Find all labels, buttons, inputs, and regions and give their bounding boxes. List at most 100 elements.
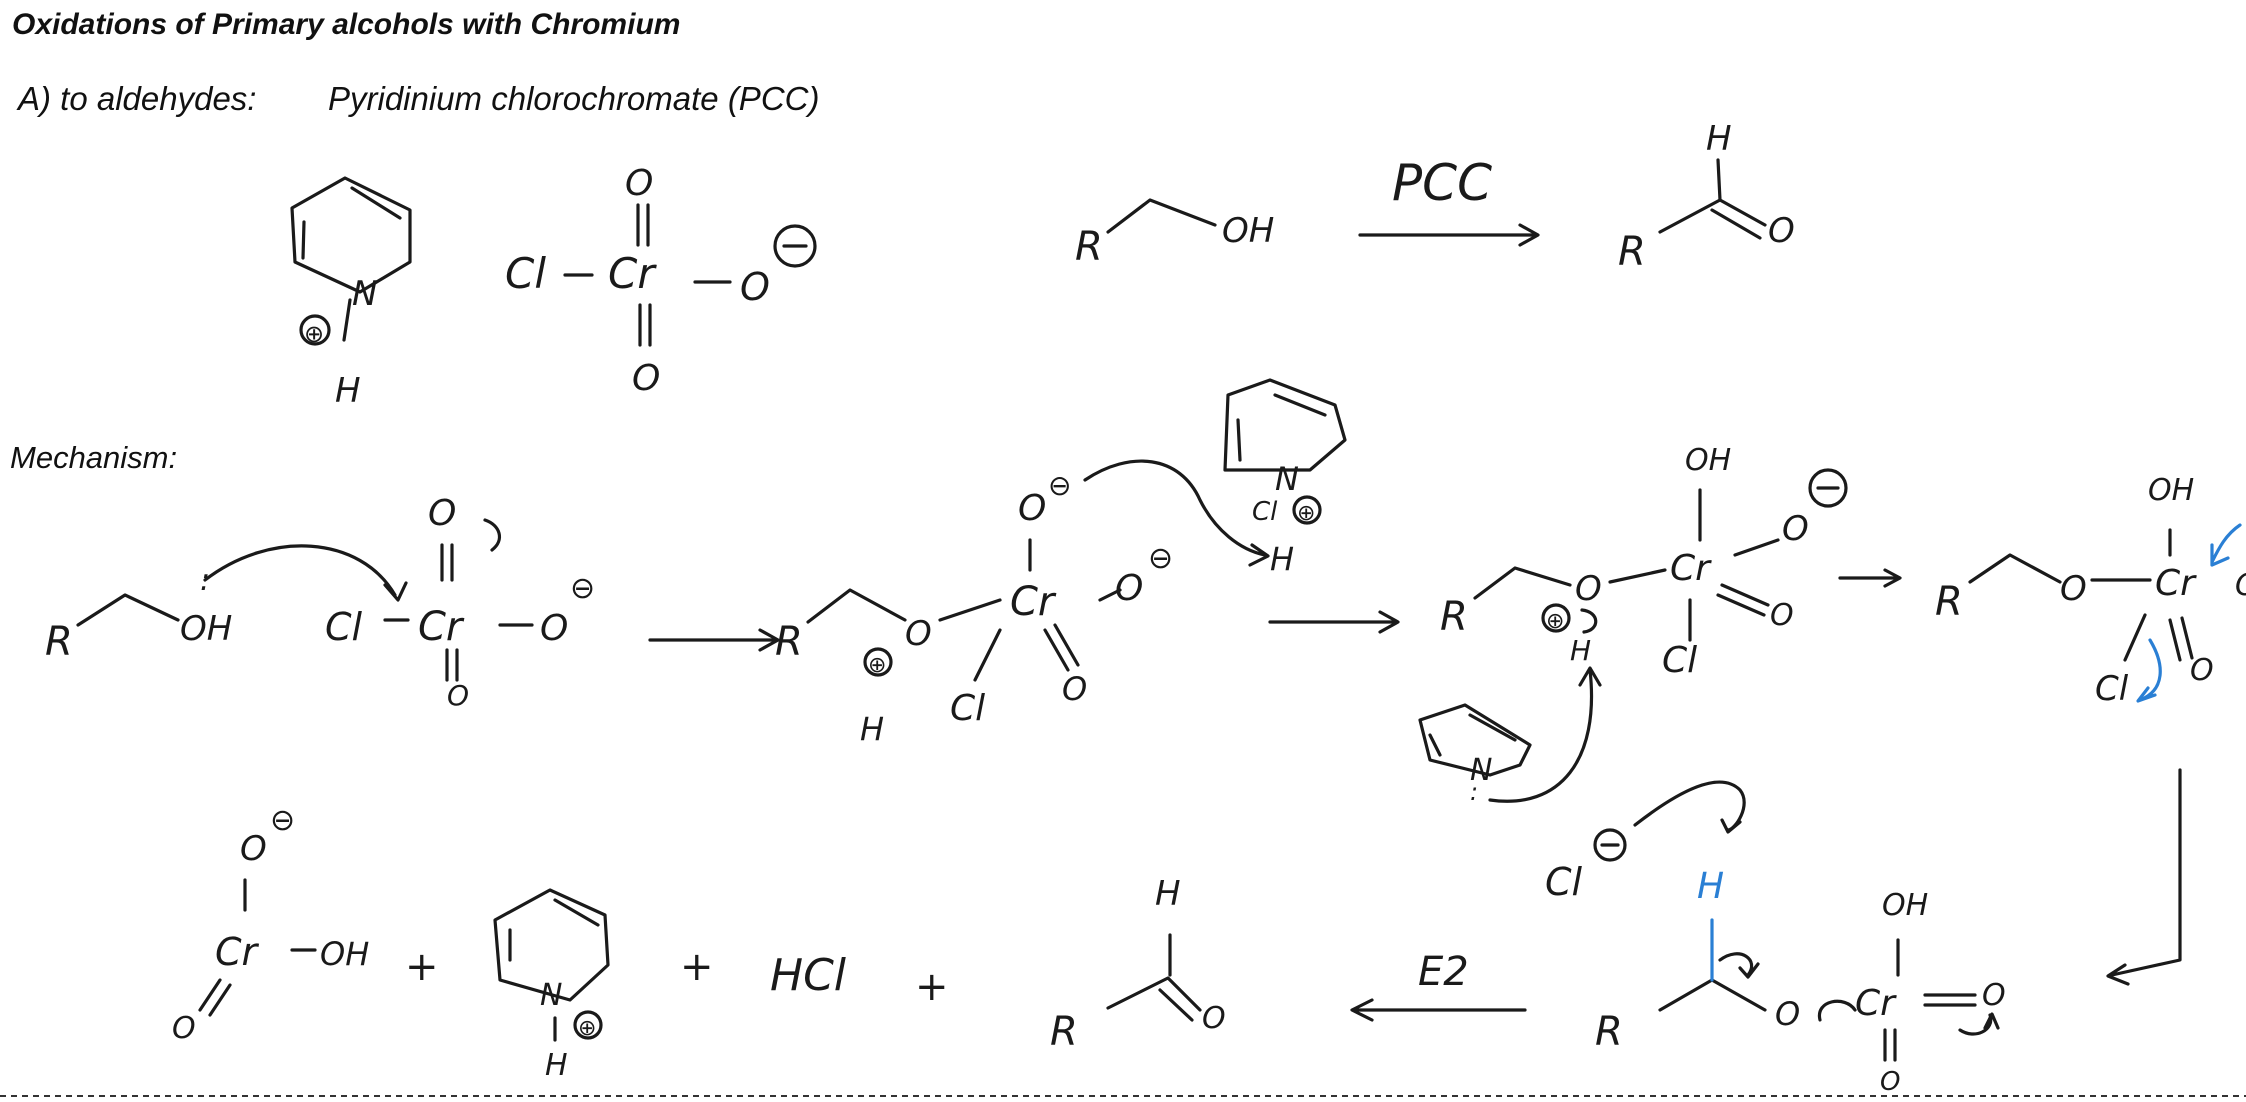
svg-text:Cl: Cl [1252,497,1278,527]
mechanism-chromate-1: Cl Cr O ⊖ O O [325,493,595,712]
svg-text:Cl: Cl [325,605,363,649]
svg-text:R: R [1440,594,1468,640]
arrow-step1 [648,628,780,652]
svg-text:H: H [1155,874,1181,914]
svg-text:O: O [1782,509,1809,549]
svg-text:O: O [540,608,568,649]
svg-text:R: R [1935,579,1963,625]
svg-text:R: R [1595,1009,1623,1055]
e2-arrow: E2 [1350,949,1527,1022]
svg-text:O: O [1115,568,1143,609]
plus-2: + [680,944,714,990]
svg-text:Cl: Cl [1662,640,1697,681]
chlorochromate-structure: Cl Cr O O O [505,163,817,399]
svg-text:⊖: ⊖ [270,803,295,838]
pyridinium-structure: N ⊕ H [290,176,412,411]
mechanism-alcohol: R OH : [45,544,408,665]
abstracted-H: H [1697,866,1724,907]
svg-text:Cl: Cl [950,688,985,729]
svg-text:N: N [1470,753,1492,788]
svg-text:⊕: ⊕ [1297,501,1315,526]
product-aldehyde: R O H [1050,874,1226,1055]
overall-reaction: R OH PCC R O H [1075,119,1795,275]
charge-plus: ⊕ [304,320,324,348]
svg-text:⊖: ⊖ [1048,469,1071,502]
svg-text:O: O [1775,995,1800,1033]
svg-text:O: O [740,265,770,309]
svg-text:H: H [545,1048,568,1083]
svg-text:O: O [240,829,267,869]
mechanism-intermediate-4: R H O Cr OH O O [1595,866,2006,1097]
arrow-step2 [1268,610,1400,634]
svg-text:Cr: Cr [608,249,657,298]
svg-text:O: O [2060,569,2087,609]
svg-text:O: O [428,493,456,534]
mechanism-intermediate-2: R O ⊕ H Cr OH O O Cl [1440,443,1848,681]
plus-1: + [405,944,439,990]
svg-text::: : [1470,778,1478,806]
svg-text:O: O [1575,569,1602,609]
svg-text:⊖: ⊖ [570,571,595,606]
svg-text:R: R [45,619,73,665]
svg-text:O: O [632,358,660,399]
svg-text:Cr: Cr [1010,579,1057,625]
svg-text:R: R [1075,224,1103,270]
svg-text:⊕: ⊕ [868,653,886,678]
svg-text:Cr: Cr [418,604,465,650]
pcc-label: PCC [1392,154,1492,212]
hcl-label: HCl [770,950,847,1001]
mechanism-pyridine-2: N : [1418,666,1602,806]
svg-text:H: H [1706,119,1732,159]
svg-text:O: O [172,1011,196,1046]
svg-text:Cr: Cr [1670,548,1712,589]
svg-text:OH: OH [1685,443,1731,478]
svg-text:Cl: Cl [1545,860,1583,904]
svg-text:H: H [1570,634,1591,667]
svg-text:O: O [2235,568,2246,603]
page-title: Oxidations of Primary alcohols with Chro… [12,8,681,41]
svg-text:OH: OH [320,935,369,973]
svg-text:O: O [1018,488,1046,529]
mechanism-intermediate-3: R O Cr OH O O Cl [1935,473,2246,709]
svg-text:OH: OH [1882,888,1928,923]
svg-text:Cr: Cr [1855,983,1897,1024]
svg-text:O: O [1768,211,1795,251]
svg-text:OH: OH [2148,473,2194,508]
svg-text:⊕: ⊕ [578,1016,596,1041]
svg-text:Cr: Cr [2155,563,2197,604]
mechanism-label: Mechanism: [10,440,178,475]
svg-text:O: O [1202,1001,1226,1036]
svg-text:N: N [540,978,562,1013]
svg-text:H: H [1270,540,1294,578]
plus-3: + [915,964,949,1010]
svg-text:N: N [1275,460,1299,498]
arrow-step3 [1838,568,1902,588]
product-pyridinium: N ⊕ H [493,888,610,1083]
svg-text:H: H [860,710,884,748]
svg-text:Cl: Cl [505,249,546,298]
svg-text:OH: OH [180,609,232,649]
svg-text:O: O [1880,1067,1900,1097]
mechanism-pyridine-1: N ⊕ Cl H [1223,378,1347,578]
arrow-step4 [2106,768,2182,986]
svg-text:O: O [1982,978,2006,1013]
svg-text:O: O [905,614,932,654]
chloride-base: Cl [1545,780,1746,904]
svg-text:R: R [1050,1009,1078,1055]
svg-text:R: R [775,619,803,665]
svg-text:O: O [625,163,653,204]
product-chromium: O ⊖ Cr OH O [172,803,369,1046]
section-subtitle: A) to aldehydes: [18,80,257,117]
svg-text:⊖: ⊖ [1148,541,1173,576]
reagent-name: Pyridinium chlorochromate (PCC) [328,80,820,117]
svg-text:R: R [1618,229,1646,275]
pyridinium-N: N [352,274,377,314]
svg-text:O: O [1062,670,1087,708]
svg-text:O: O [2190,653,2214,688]
svg-text:Cl: Cl [2095,669,2129,709]
mechanism-intermediate-1: R O ⊕ H Cr O ⊖ O ⊖ O Cl [775,459,1270,748]
pyridinium-H: H [335,371,361,411]
svg-text:O: O [447,679,469,712]
e2-label: E2 [1418,949,1469,995]
